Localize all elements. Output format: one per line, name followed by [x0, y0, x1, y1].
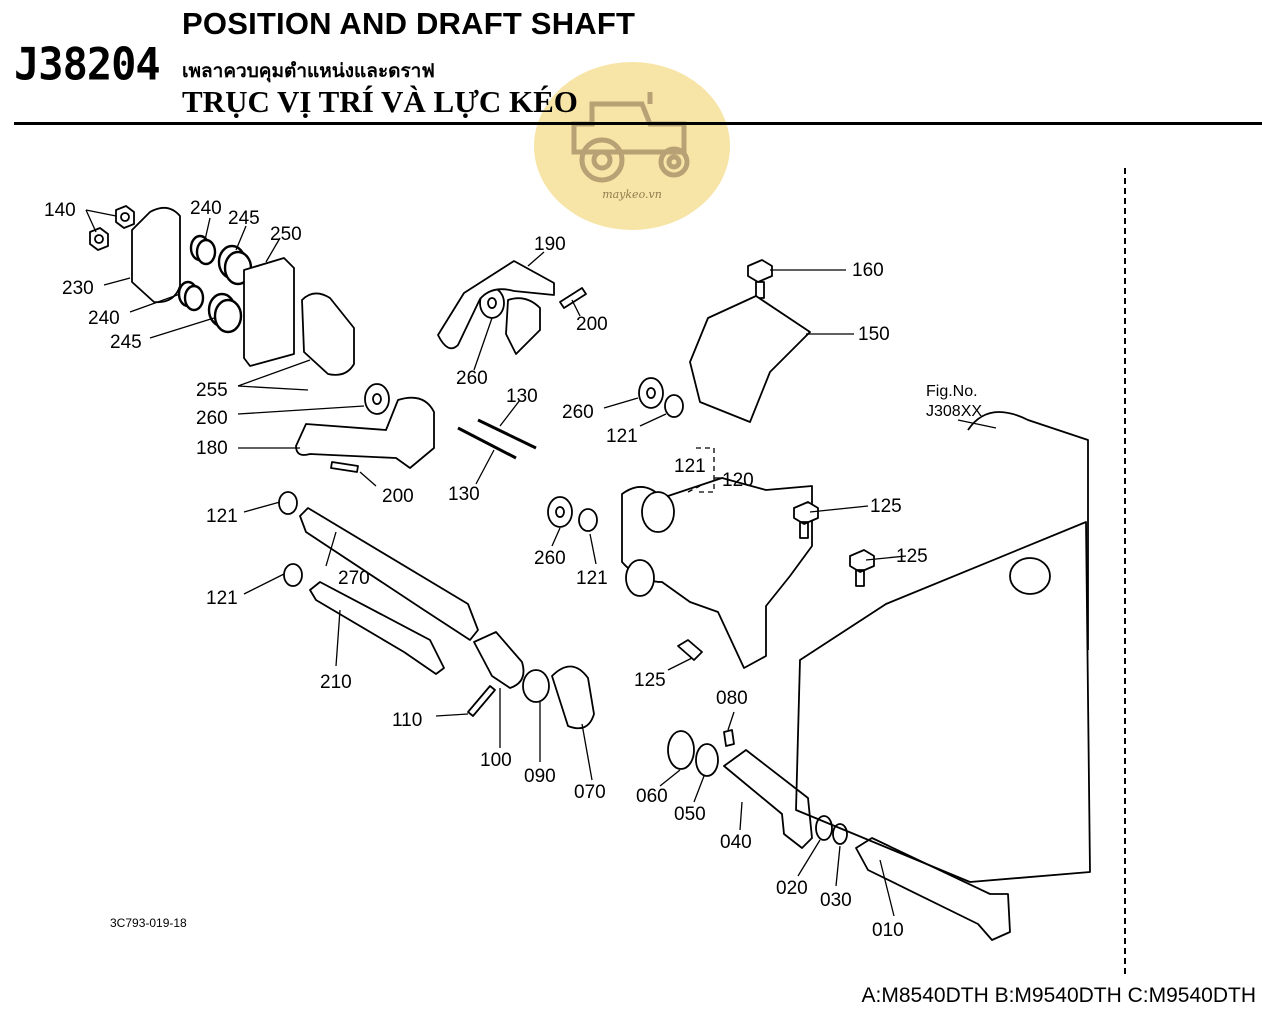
part-arm-190 [437, 260, 555, 350]
callout-090: 090 [524, 766, 556, 787]
callout-160: 160 [852, 260, 884, 281]
part-shaft-210 [309, 581, 445, 675]
leader-lines [85, 209, 997, 917]
part-bushings-121 [278, 394, 684, 587]
watermark-logo: maykeo.vn [534, 62, 730, 230]
callout-210: 210 [320, 672, 352, 693]
watermark-text: maykeo.vn [602, 188, 662, 201]
bracket-121-120 [696, 447, 715, 493]
part-arm-180 [295, 396, 435, 469]
part-cover-150 [689, 295, 811, 423]
part-ring-020 [815, 815, 833, 841]
reference-housing-outline [795, 521, 1091, 883]
callout-140: 140 [44, 200, 76, 221]
part-shaft-270 [299, 507, 479, 641]
part-bolts-125 [677, 501, 875, 661]
callout-125: 125 [634, 670, 666, 691]
part-link-070 [551, 665, 595, 730]
callout-260: 260 [534, 548, 566, 569]
part-plate-230 [131, 206, 181, 304]
callout-020: 020 [776, 878, 808, 899]
callout-260: 260 [562, 402, 594, 423]
callout-245: 245 [228, 208, 260, 229]
part-washer-090 [522, 669, 550, 703]
callout-010: 010 [872, 920, 904, 941]
callout-130: 130 [448, 484, 480, 505]
part-shaft-040 [723, 749, 813, 849]
part-shaft-010 [855, 837, 1011, 941]
callout-260: 260 [456, 368, 488, 389]
part-nut-140 [89, 205, 135, 251]
part-lever-100 [473, 631, 525, 689]
section-divider [1124, 168, 1126, 974]
part-bolt-160 [747, 259, 773, 299]
figure-code: J38204 [14, 38, 161, 91]
callout-121: 121 [206, 506, 238, 527]
callout-240: 240 [190, 198, 222, 219]
callout-121: 121 [576, 568, 608, 589]
callout-labels: 140 240 245 250 230 240 245 190 200 160 … [44, 198, 982, 941]
header-rule [14, 122, 1262, 125]
callout-030: 030 [820, 890, 852, 911]
callout-250: 250 [270, 224, 302, 245]
part-plate-250 [243, 257, 295, 367]
callout-070: 070 [574, 782, 606, 803]
title-vietnamese: TRỤC VỊ TRÍ VÀ LỰC KÉO [182, 84, 578, 119]
drawing-code: 3C793-019-18 [110, 916, 187, 930]
callout-120: 120 [722, 470, 754, 491]
title-english: POSITION AND DRAFT SHAFT [182, 6, 636, 41]
part-pins-200 [330, 287, 587, 473]
callout-125: 125 [896, 546, 928, 567]
callout-190: 190 [534, 234, 566, 255]
callout-121: 121 [606, 426, 638, 447]
part-pin-110 [467, 685, 496, 717]
part-o-ring-050 [695, 743, 719, 777]
callout-060: 060 [636, 786, 668, 807]
part-snap-ring-060 [667, 730, 695, 770]
callout-150: 150 [858, 324, 890, 345]
callout-180: 180 [196, 438, 228, 459]
callout-260: 260 [196, 408, 228, 429]
callout-230: 230 [62, 278, 94, 299]
part-plate-255 [301, 292, 355, 376]
callout-080: 080 [716, 688, 748, 709]
callout-240: 240 [88, 308, 120, 329]
reference-fig-number: J308XX [926, 403, 982, 420]
part-washers-260 [364, 287, 664, 528]
callout-130: 130 [506, 386, 538, 407]
callout-040: 040 [720, 832, 752, 853]
callout-200: 200 [576, 314, 608, 335]
callout-121: 121 [674, 456, 706, 477]
part-studs-130 [457, 418, 537, 460]
callout-110: 110 [392, 710, 422, 731]
callout-125: 125 [870, 496, 902, 517]
callout-121: 121 [206, 588, 238, 609]
callout-100: 100 [480, 750, 512, 771]
callout-200: 200 [382, 486, 414, 507]
part-key-080 [723, 729, 735, 747]
part-springs [177, 234, 253, 334]
reference-fig-label: Fig.No. [926, 383, 978, 400]
callout-270: 270 [338, 568, 370, 589]
callout-245: 245 [110, 332, 142, 353]
callout-255: 255 [196, 380, 228, 401]
title-thai: เพลาควบคุมตำแหน่งและดราฟ [182, 60, 435, 82]
model-applicability: A:M8540DTH B:M9540DTH C:M9540DTH [861, 984, 1256, 1007]
callout-050: 050 [674, 804, 706, 825]
